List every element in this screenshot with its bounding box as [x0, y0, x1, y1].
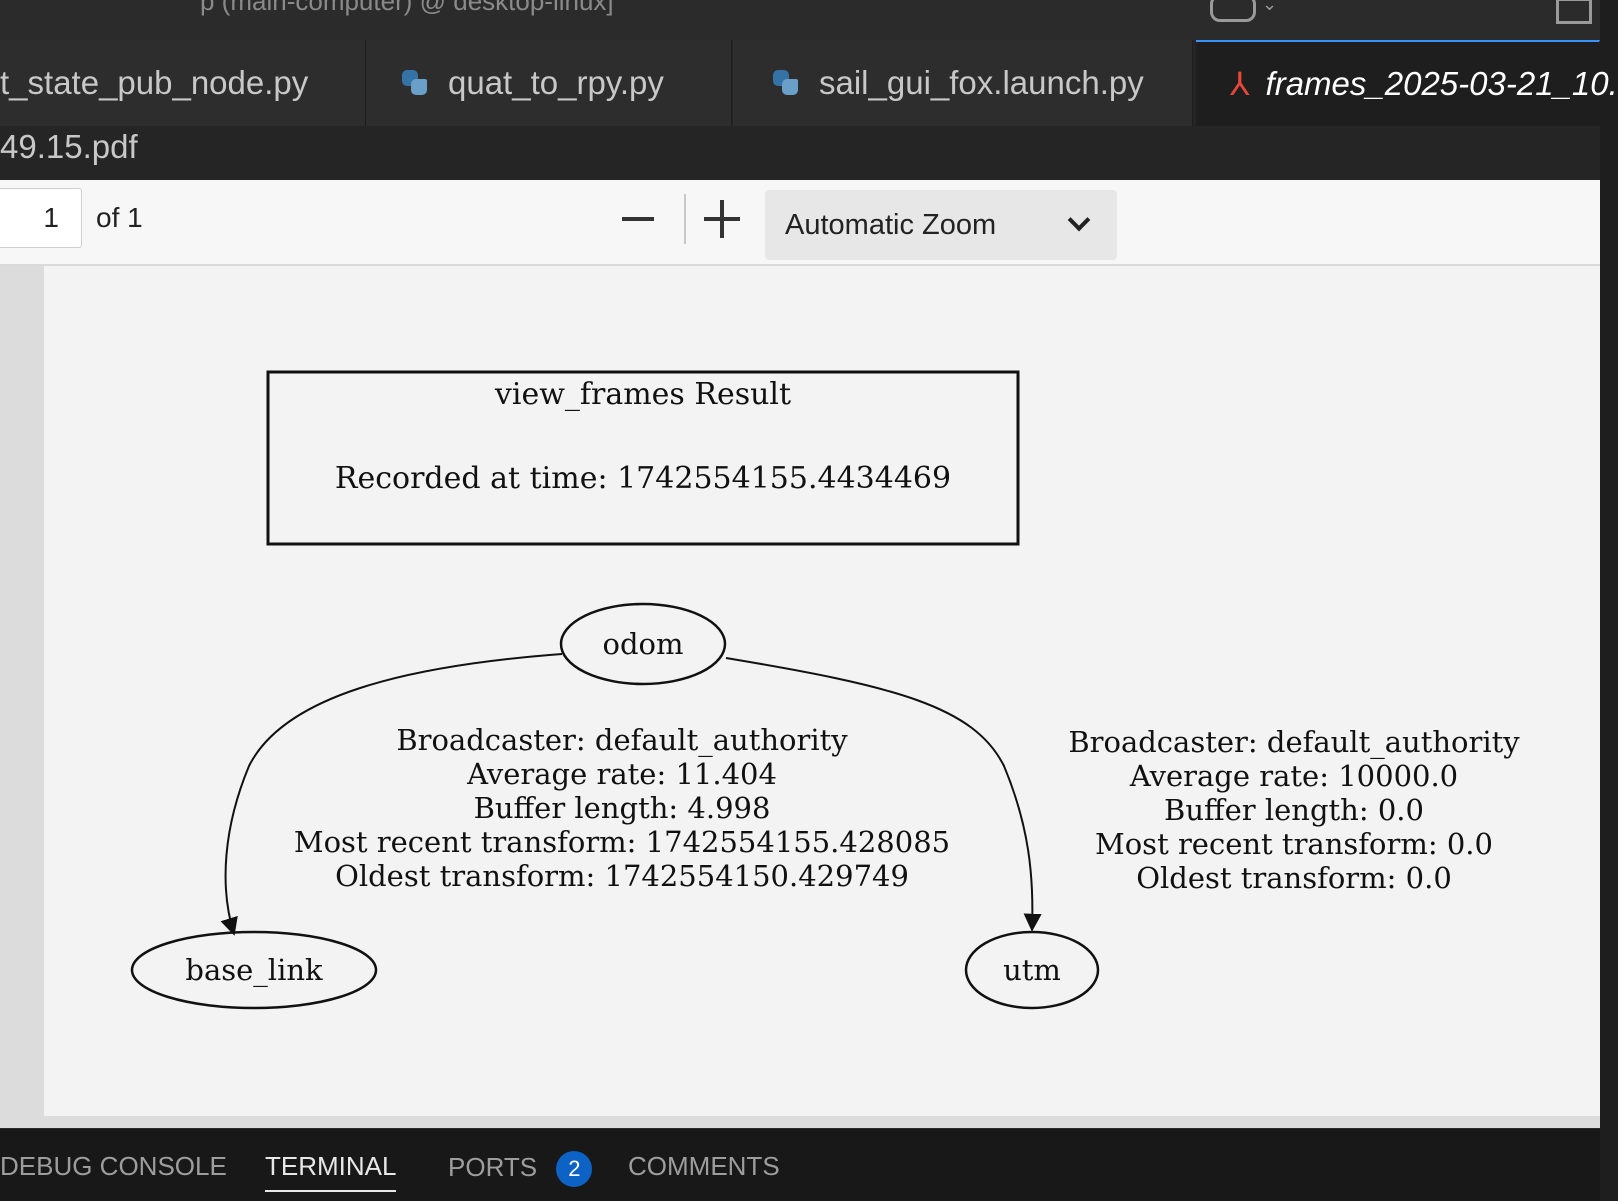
editor-tab-bar: t_state_pub_node.py quat_to_rpy.py sail_… — [0, 40, 1618, 180]
layout-icon[interactable] — [1556, 0, 1592, 24]
page-number-input[interactable] — [0, 188, 82, 248]
edge-label-line: Buffer length: 4.998 — [474, 791, 771, 825]
node-base-link-label: base_link — [185, 953, 323, 988]
panel-tab-bar: DEBUG CONSOLE TERMINAL PORTS 2 COMMENTS — [0, 1128, 1600, 1201]
edge-label-line: Most recent transform: 1742554155.428085 — [294, 825, 950, 859]
node-utm — [964, 930, 1100, 1010]
page-count-label: of 1 — [96, 202, 143, 233]
header-time: Recorded at time: 1742554155.4434469 — [335, 461, 951, 496]
edge-label-line: Oldest transform: 1742554150.429749 — [335, 859, 909, 893]
window-title: p (main-computer) @ desktop-linux] — [200, 0, 614, 16]
node-utm-label: utm — [1003, 953, 1061, 987]
edge-label-line: Broadcaster: default_authority — [396, 723, 848, 758]
tab-sail-gui-fox-launch[interactable]: sail_gui_fox.launch.py — [733, 40, 1193, 126]
python-icon — [402, 70, 428, 96]
title-bar: p (main-computer) @ desktop-linux] ⌄ — [0, 0, 1600, 40]
pdf-page: view_frames Result Recorded at time: 174… — [44, 266, 1600, 1116]
edge-label-line: Most recent transform: 0.0 — [1095, 827, 1493, 861]
tab-label: quat_to_rpy.py — [448, 64, 664, 101]
header-box — [266, 370, 1020, 546]
tab-label: frames_2025-03-21_10. — [1265, 65, 1618, 102]
zoom-select-value: Automatic Zoom — [785, 208, 997, 241]
edge-odom-base-link — [220, 653, 563, 936]
chevron-down-icon — [1067, 208, 1091, 232]
copilot-icon[interactable] — [1210, 0, 1256, 22]
edge-utm-label: Broadcaster: default_authority Average r… — [1068, 725, 1520, 895]
chevron-down-icon[interactable]: ⌄ — [1262, 0, 1278, 14]
python-icon — [773, 70, 799, 96]
pdf-toolbar: of 1 Automatic Zoom — [0, 180, 1600, 266]
node-odom-label: odom — [603, 627, 684, 661]
tab-label: sail_gui_fox.launch.py — [819, 64, 1144, 101]
tab-state-pub-node[interactable]: t_state_pub_node.py — [0, 40, 366, 126]
toolbar-divider — [684, 194, 686, 244]
frames-diagram: view_frames Result Recorded at time: 174… — [130, 370, 1520, 1010]
node-odom — [559, 602, 727, 686]
tab-debug-console[interactable]: DEBUG CONSOLE — [0, 1151, 227, 1181]
tab-terminal[interactable]: TERMINAL — [265, 1151, 397, 1192]
pdf-viewer[interactable]: view_frames Result Recorded at time: 174… — [0, 266, 1600, 1128]
tab-label-wrap: 49.15.pdf — [0, 128, 138, 165]
edge-label-line: Buffer length: 0.0 — [1164, 793, 1424, 827]
zoom-out-button[interactable] — [616, 194, 660, 244]
tab-comments[interactable]: COMMENTS — [628, 1151, 780, 1181]
tab-ports-label: PORTS — [448, 1151, 538, 1182]
tab-ports[interactable]: PORTS 2 — [448, 1151, 593, 1187]
edge-label-line: Oldest transform: 0.0 — [1136, 861, 1452, 895]
tab-quat-to-rpy[interactable]: quat_to_rpy.py — [366, 40, 732, 126]
minus-icon — [622, 217, 654, 221]
zoom-in-button[interactable] — [700, 194, 744, 244]
edge-label-line: Broadcaster: default_authority — [1068, 725, 1520, 760]
ports-count-badge: 2 — [556, 1151, 593, 1187]
edge-label-line: Average rate: 11.404 — [466, 757, 777, 791]
tab-label: t_state_pub_node.py — [0, 64, 309, 101]
edge-odom-utm — [725, 657, 1042, 932]
tab-frames-pdf[interactable]: ⅄ frames_2025-03-21_10. — [1196, 40, 1618, 126]
pdf-icon: ⅄ — [1230, 66, 1250, 102]
header-title: view_frames Result — [494, 377, 791, 412]
edge-base-link-label: Broadcaster: default_authority Average r… — [294, 723, 950, 893]
edge-label-line: Average rate: 10000.0 — [1129, 759, 1458, 793]
node-base-link — [130, 930, 378, 1010]
zoom-select[interactable]: Automatic Zoom — [765, 190, 1117, 260]
